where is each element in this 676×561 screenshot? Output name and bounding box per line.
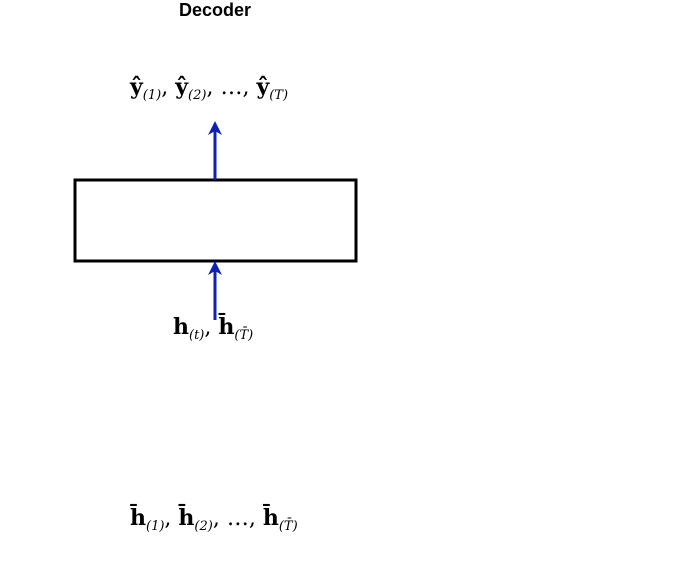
context-symbol: h̄ bbox=[218, 314, 235, 340]
diagram-title: Decoder bbox=[178, 0, 252, 20]
output-sequence-label: ŷ(1), ŷ(2), …, ŷ(T) bbox=[130, 74, 289, 103]
output-index-1: (1) bbox=[142, 88, 162, 103]
context-index: (T̄) bbox=[234, 328, 254, 343]
decoder-box bbox=[73, 178, 358, 263]
output-symbol: ŷ bbox=[175, 74, 189, 100]
output-arrow-head bbox=[208, 121, 222, 135]
output-ellipsis: … bbox=[220, 75, 243, 100]
encoder-state-symbol: h̄ bbox=[178, 505, 195, 531]
encoder-state-symbol: h̄ bbox=[130, 505, 146, 531]
hidden-state-symbol: h bbox=[173, 314, 189, 340]
output-index-2: (2) bbox=[188, 88, 207, 103]
encoder-state-symbol: h̄ bbox=[262, 505, 279, 531]
input-arrow-head bbox=[208, 261, 222, 275]
output-index-last: (T) bbox=[269, 88, 289, 103]
encoder-index-1: (1) bbox=[146, 519, 165, 534]
output-symbol: ŷ bbox=[256, 74, 270, 100]
encoder-states-label: h̄(1), h̄(2), …, h̄(T̄) bbox=[130, 505, 298, 534]
hidden-state-index: (t) bbox=[189, 328, 205, 343]
encoder-ellipsis: … bbox=[226, 506, 249, 531]
decoder-input-label: h(t), h̄(T̄) bbox=[173, 314, 254, 343]
encoder-index-2: (2) bbox=[194, 519, 213, 534]
output-symbol: ŷ bbox=[130, 74, 143, 100]
encoder-index-last: (T̄) bbox=[278, 519, 298, 534]
